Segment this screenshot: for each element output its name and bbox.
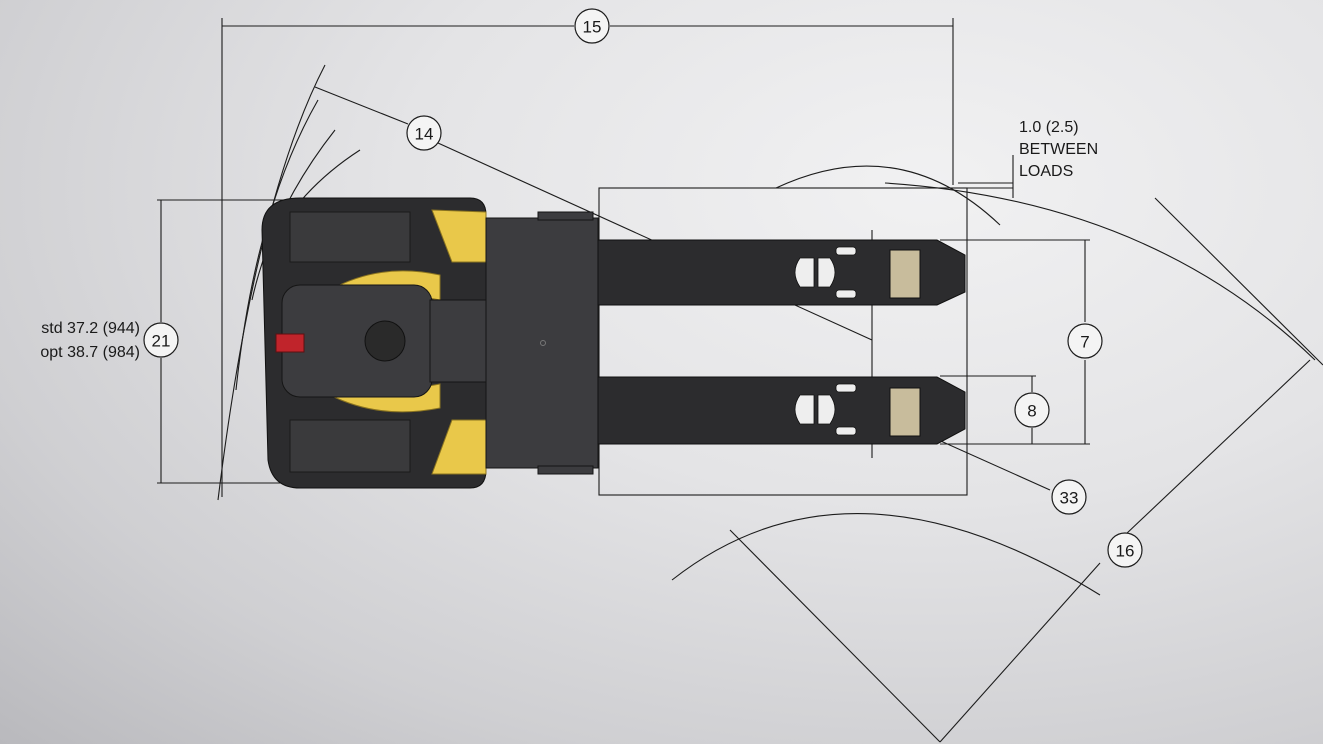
carriage-bolt <box>540 340 546 346</box>
aisle-line-left <box>729 529 941 743</box>
clearance-note-line1: BETWEEN <box>1019 141 1098 158</box>
callout-8-label: 8 <box>1027 402 1036 421</box>
callout-16: 16 <box>1107 532 1143 568</box>
aisle-line-right-lower <box>939 562 1101 743</box>
callout-7: 7 <box>1067 323 1103 359</box>
tread-panel-bottom <box>289 419 411 473</box>
aisle-line-upper <box>1154 197 1323 366</box>
turning-radius-line-a <box>314 86 409 125</box>
pallet-truck <box>261 197 966 489</box>
fork-upper-cutout-a <box>794 257 815 288</box>
clearance-arc-1 <box>775 165 1001 226</box>
callout-16-label: 16 <box>1116 542 1135 561</box>
fork-upper <box>597 239 966 306</box>
carriage-tab-top <box>537 211 594 221</box>
fork-lower-slot-2 <box>835 426 857 436</box>
width-note-optional: opt 38.7 (984) <box>40 344 140 361</box>
callout-33: 33 <box>1051 479 1087 515</box>
callout-8: 8 <box>1014 392 1050 428</box>
callout-21-label: 21 <box>152 332 171 351</box>
load-wheel-lower <box>889 387 921 437</box>
control-handle-red <box>275 333 305 353</box>
clearance-arc-2 <box>884 182 1316 361</box>
fork-lower-cutout-b <box>817 394 836 425</box>
fork-lower <box>597 376 966 445</box>
drive-unit <box>429 299 489 383</box>
fork-upper-cutout-b <box>817 257 836 288</box>
fork-lower-slot-1 <box>835 383 857 393</box>
callout-7-label: 7 <box>1080 333 1089 352</box>
clearance-note-line2: LOADS <box>1019 163 1073 180</box>
fork-lower-cutout-a <box>794 394 815 425</box>
fork-upper-slot-1 <box>835 246 857 256</box>
callout-14-label: 14 <box>415 125 434 144</box>
callout-21: 21 <box>143 322 179 358</box>
callout-15: 15 <box>574 8 610 44</box>
aisle-arc <box>671 513 1101 596</box>
callout-15-label: 15 <box>583 18 602 37</box>
width-note: std 37.2 (944) opt 38.7 (984) <box>40 320 140 361</box>
width-note-standard: std 37.2 (944) <box>41 320 140 337</box>
callout-14: 14 <box>406 115 442 151</box>
steering-hub <box>364 320 406 362</box>
clearance-note-value: 1.0 (2.5) <box>1019 119 1079 136</box>
yellow-panel-bottom <box>431 419 487 475</box>
aisle-line-right-upper <box>1124 359 1311 536</box>
load-outline <box>598 187 968 496</box>
fork-cutouts <box>794 246 857 436</box>
callout-33-label: 33 <box>1060 489 1079 508</box>
load-wheel-upper <box>889 249 921 299</box>
tread-panel-top <box>289 211 411 263</box>
clearance-note: 1.0 (2.5) BETWEEN LOADS <box>1019 119 1098 180</box>
fork-carriage <box>485 217 599 469</box>
fork-upper-slot-2 <box>835 289 857 299</box>
carriage-tab-bottom <box>537 465 594 475</box>
